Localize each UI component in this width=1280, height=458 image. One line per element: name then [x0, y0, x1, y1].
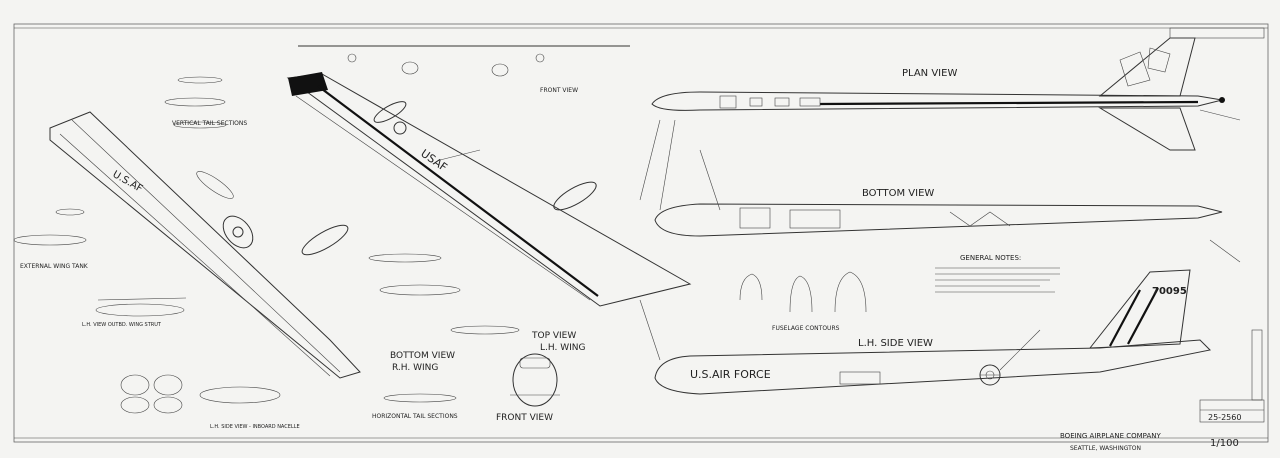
handwritten-scale-mark: 1/100 — [1210, 438, 1239, 449]
bottom-view-title: BOTTOM VIEW — [862, 188, 934, 199]
company-city: SEATTLE, WASHINGTON — [1070, 445, 1141, 452]
horizontal-tail-airfoils — [368, 253, 520, 403]
fuselage-contours-title: FUSELAGE CONTOURS — [772, 325, 840, 332]
nacelle-side-drawings — [120, 374, 281, 414]
front-view-small-title: FRONT VIEW — [540, 87, 578, 94]
title-block — [1169, 27, 1265, 423]
general-notes-lines — [935, 267, 1060, 293]
horizontal-tail-sections-title: HORIZONTAL TAIL SECTIONS — [372, 413, 458, 420]
general-notes-title: GENERAL NOTES: — [960, 254, 1021, 262]
front-view-small-drawing — [298, 45, 630, 77]
fuselage-contours-drawing — [739, 271, 867, 313]
svg-text:USAF: USAF — [418, 147, 449, 174]
company-stamp: BOEING AIRPLANE COMPANY — [1060, 432, 1161, 440]
bottom-view-rh-wing-title: BOTTOM VIEW — [390, 351, 455, 361]
lh-side-view-title: L.H. SIDE VIEW — [858, 338, 933, 349]
outboard-strut-drawing — [95, 297, 187, 317]
external-tank-drawing — [13, 208, 87, 246]
nacelle-side-title: L.H. SIDE VIEW - INBOARD NACELLE — [210, 424, 300, 430]
top-view-lh-wing-title: TOP VIEW — [531, 331, 576, 341]
rh-wing-label: R.H. WING — [392, 363, 438, 373]
lh-wing-label: L.H. WING — [540, 343, 585, 353]
external-wing-tank-title: EXTERNAL WING TANK — [20, 263, 89, 270]
fuselage-marking: U.S.AIR FORCE — [690, 368, 771, 381]
lh-side-view-drawing — [654, 269, 1212, 395]
tail-number: 70095 — [1152, 286, 1187, 297]
sheet-border — [13, 23, 1269, 443]
outboard-strut-title: L.H. VIEW OUTBD. WING STRUT — [82, 322, 162, 328]
vertical-tail-sections-title: VERTICAL TAIL SECTIONS — [172, 120, 247, 127]
lh-wing-top-view: USAF — [286, 72, 692, 307]
vertical-tail-airfoils — [164, 76, 227, 129]
bottom-view-drawing — [654, 203, 1223, 237]
drawing-number: 25-2560 — [1208, 413, 1241, 422]
front-view-title: FRONT VIEW — [496, 413, 553, 423]
callout-leaders — [639, 109, 1241, 371]
rh-wing-bottom-view: U.S.AF — [49, 111, 361, 379]
plan-view-title: PLAN VIEW — [902, 68, 957, 79]
front-view-drawing — [510, 353, 560, 407]
plan-view-drawing — [651, 37, 1225, 151]
svg-text:U.S.AF: U.S.AF — [111, 169, 145, 195]
wing-tip-black-panel — [288, 72, 328, 96]
